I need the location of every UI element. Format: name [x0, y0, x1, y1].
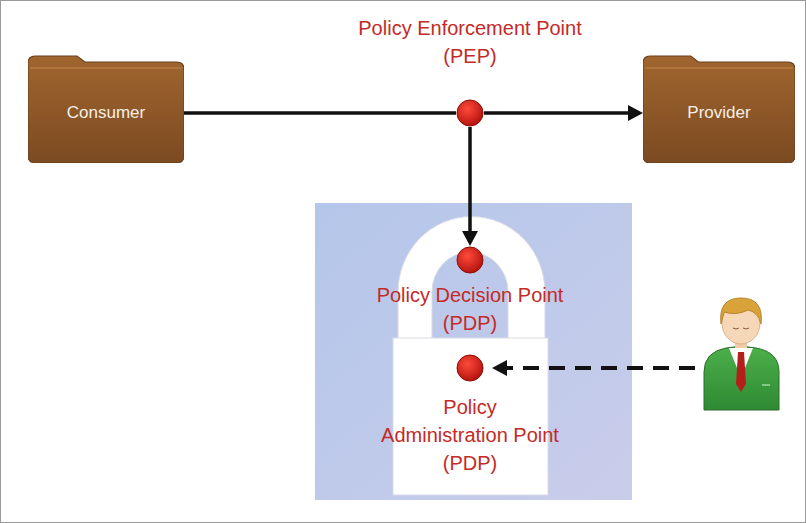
- flow-arrow: [184, 113, 456, 114]
- policy-dot: [456, 99, 484, 127]
- flow-arrow: [484, 105, 643, 121]
- folder-label: Provider: [643, 103, 795, 123]
- policy-point: Policy Enforcement Point (PEP): [345, 6, 595, 130]
- folder-node: Provider: [643, 55, 795, 163]
- flow-arrow: [462, 127, 478, 246]
- lock-panel: [315, 203, 632, 500]
- dashed-arrow: [492, 360, 695, 376]
- policy-label: Policy Administration Point (PDP): [378, 393, 562, 477]
- folder-node: Consumer: [28, 55, 184, 163]
- policy-dot: [456, 246, 484, 274]
- policy-dot: [456, 354, 484, 382]
- folder-label: Consumer: [28, 103, 184, 123]
- policy-point: Policy Decision Point (PDP): [355, 245, 585, 341]
- policy-point: Policy Administration Point (PDP): [374, 353, 566, 489]
- policy-label: Policy Enforcement Point (PEP): [350, 14, 590, 70]
- policy-label: Policy Decision Point (PDP): [355, 281, 585, 337]
- person-icon: [704, 298, 779, 410]
